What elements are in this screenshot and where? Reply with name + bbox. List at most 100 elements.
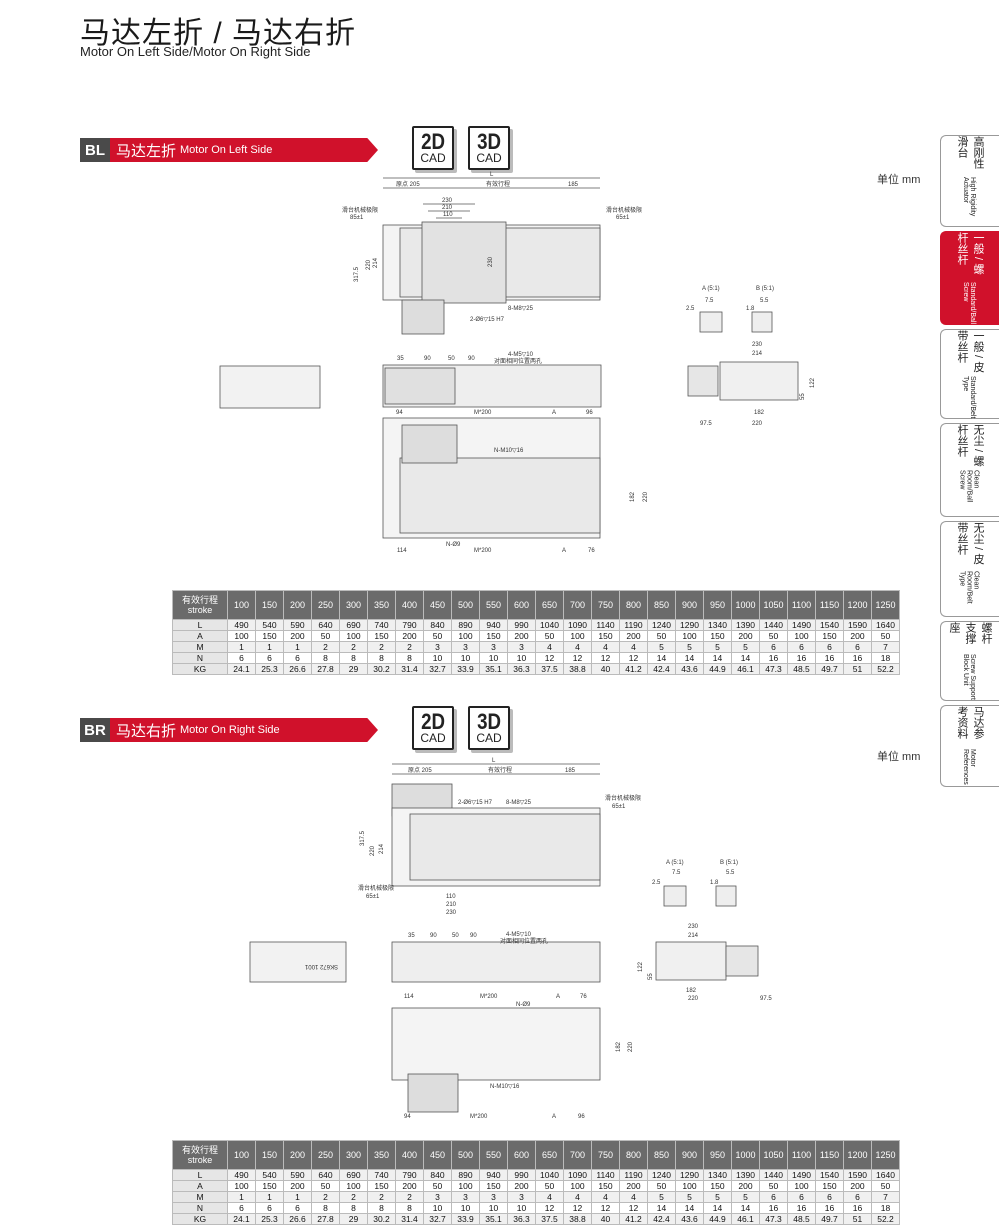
dim-210: 210 [442,205,453,211]
table-row-label: KG [172,663,228,675]
table-cell: 16 [843,652,872,664]
dim-a: A [552,410,556,416]
table-cell: 16 [815,652,844,664]
dim-limit-r: 滑台机械极限 [605,794,641,802]
table-cell: 790 [395,619,424,631]
table-cell: 6 [759,641,788,653]
table-header-cell: 750 [591,1140,620,1170]
dim-185: 185 [568,182,579,188]
table-cell: 42.4 [647,663,676,675]
table-header-cell: 450 [423,1140,452,1170]
dim-50: 50 [452,933,459,939]
table-cell: 26.6 [283,1213,312,1225]
dim-110: 110 [443,212,453,218]
table-header-cell: 1150 [815,1140,844,1170]
table-cell: 1640 [871,1169,900,1181]
table-cell: 30.2 [367,1213,396,1225]
table-header-en: stroke [187,605,213,615]
table-cell: 16 [843,1202,872,1214]
table-header-cell: 1100 [787,1140,816,1170]
table-cell: 4 [591,1191,620,1203]
table-cell: 50 [647,1180,676,1192]
table-cell: 50 [535,630,564,642]
cad-2d-button[interactable]: 2D CAD [412,706,454,750]
table-cell: 50 [311,630,340,642]
cad-2d-label: 2D [421,708,445,734]
table-cell: 1340 [703,1169,732,1181]
dim-hole2: 8-M8▽25 [508,306,534,312]
table-cell: 940 [479,619,508,631]
table-cell: 200 [731,630,760,642]
table-row-label: A [172,1180,228,1192]
dim-1-8: 1.8 [710,880,719,886]
dim-317: 317.5 [360,830,366,846]
table-cell: 1040 [535,1169,564,1181]
cad-3d-button[interactable]: 3D CAD [468,706,510,750]
table-cell: 14 [703,652,732,664]
dim-hole3b: 对面相同位置两孔 [494,357,542,365]
dim-317: 317.5 [354,266,360,282]
table-cell: 200 [843,1180,872,1192]
table-cell: 50 [535,1180,564,1192]
table-cell: 10 [423,1202,452,1214]
table-cell: 24.1 [227,663,256,675]
cad-3d-button[interactable]: 3D CAD [468,126,510,170]
dim-96: 96 [586,410,593,416]
table-cell: 14 [647,1202,676,1214]
dim-210: 210 [446,902,457,908]
table-header-cell: 400 [395,1140,424,1170]
table-header-cell: 700 [563,1140,592,1170]
table-cell: 1 [283,1191,312,1203]
table-header-cell: 100 [227,590,256,620]
table-header-cell: 1250 [871,590,900,620]
table-cell: 18 [871,1202,900,1214]
table-cell: 10 [507,1202,536,1214]
table-cell: 2 [395,641,424,653]
table-cell: 30.2 [367,663,396,675]
table-header-cell: 700 [563,590,592,620]
table-cell: 1390 [731,1169,760,1181]
table-header-cell: 950 [703,590,732,620]
table-cell: 12 [619,1202,648,1214]
dim-limit-l-val: 85±1 [350,215,364,221]
table-cell: 12 [591,1202,620,1214]
table-cell: 200 [843,630,872,642]
dim-97-5: 97.5 [700,421,712,427]
table-header-zh: 有效行程 [181,1145,218,1155]
table-header-cell: 900 [675,590,704,620]
dim-220b: 220 [643,491,649,502]
dim-limit-l: 滑台机械极限 [342,206,378,214]
table-cell: 1190 [619,1169,648,1181]
table-header-cell: 1100 [787,590,816,620]
table-cell: 100 [787,1180,816,1192]
table-cell: 32.7 [423,1213,452,1225]
dim-220-v: 220 [366,259,372,270]
table-cell: 150 [255,630,284,642]
table-header-cell: 1000 [731,590,760,620]
table-cell: 5 [731,1191,760,1203]
table-cell: 8 [311,652,340,664]
table-cell: 47.3 [759,663,788,675]
table-cell: 37.5 [535,663,564,675]
table-cell: 5 [703,641,732,653]
table-cell: 490 [227,1169,256,1181]
table-cell: 200 [507,630,536,642]
dim-7-5: 7.5 [705,298,714,304]
table-cell: 150 [479,1180,508,1192]
cad-2d-button[interactable]: 2D CAD [412,126,454,170]
table-cell: 41.2 [619,1213,648,1225]
table-cell: 3 [507,641,536,653]
